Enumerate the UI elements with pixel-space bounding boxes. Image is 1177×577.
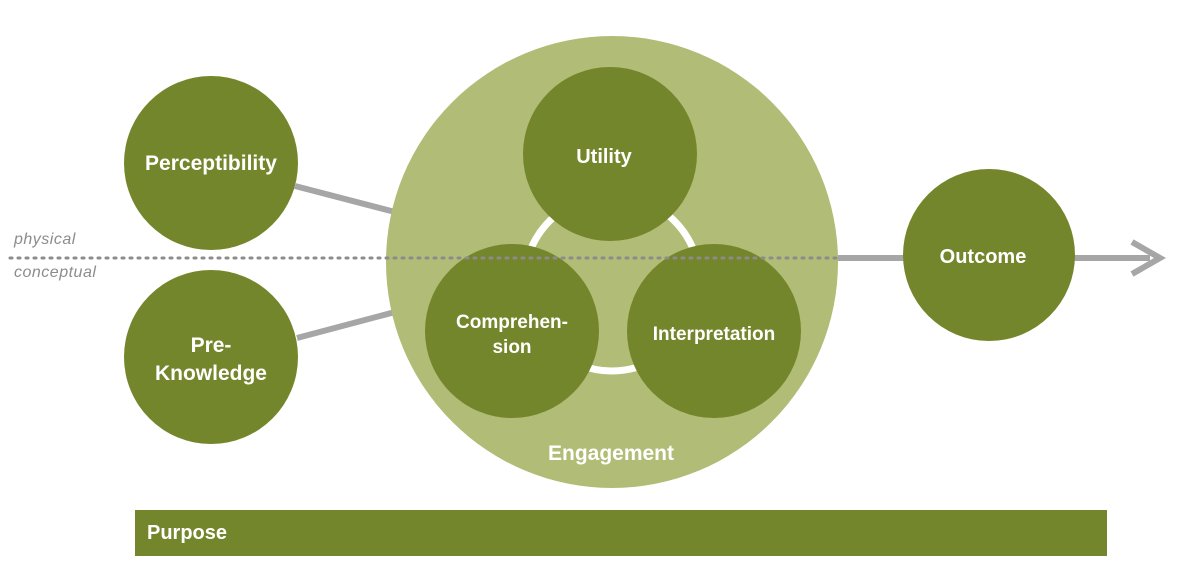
engagement-label: Engagement [548,442,674,465]
purpose-label: Purpose [147,522,228,544]
interpretation-circle [627,244,801,418]
connector-pre-knowledge [296,309,396,341]
outcome-arrow-head [1130,239,1167,277]
pre-knowledge-circle [124,270,298,444]
pre-knowledge-label-line1: Pre- [191,334,232,357]
comprehension-circle [425,244,599,418]
outcome-circle [903,169,1075,341]
interpretation-label: Interpretation [653,324,775,345]
utility-circle [523,67,697,241]
utility-label: Utility [576,146,632,168]
connector-perceptibility [294,183,396,215]
comprehension-label-line2: sion [492,337,531,358]
pre-knowledge-label-line2: Knowledge [155,362,267,385]
purpose-bar: Purpose [135,510,1107,556]
conceptual-label: conceptual [14,264,96,281]
comprehension-label-line1: Comprehen- [456,312,568,333]
outcome-label: Outcome [940,246,1027,268]
perceptibility-label: Perceptibility [145,152,277,175]
perceptibility-circle [124,76,298,250]
physical-label: physical [13,231,76,248]
